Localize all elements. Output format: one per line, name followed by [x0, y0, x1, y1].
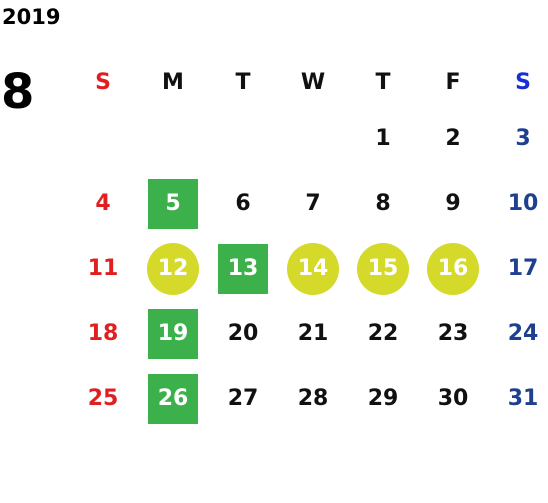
yellow-circle-marker	[147, 242, 199, 295]
day-number: 21	[297, 321, 329, 346]
calendar-day-7[interactable]: 7	[278, 178, 348, 230]
weekday-monday: M	[162, 69, 184, 95]
weekday-thursday: T	[375, 69, 391, 95]
yellow-circle-marker	[427, 242, 479, 295]
weekday-tuesday: T	[235, 69, 251, 95]
calendar-day-11[interactable]: 11	[68, 243, 138, 295]
calendar-day-23[interactable]: 23	[418, 308, 488, 360]
day-number: 4	[95, 191, 111, 216]
calendar-day-24[interactable]: 24	[488, 308, 548, 360]
calendar-day-empty	[278, 113, 348, 165]
day-number: 20	[227, 321, 259, 346]
calendar-day-12[interactable]: 12	[138, 242, 208, 295]
day-number: 27	[227, 386, 259, 411]
day-number: 11	[87, 256, 119, 281]
calendar-day-2[interactable]: 2	[418, 113, 488, 165]
day-number: 31	[507, 386, 539, 411]
calendar-day-21[interactable]: 21	[278, 308, 348, 360]
day-number: 17	[507, 256, 539, 281]
calendar-day-25[interactable]: 25	[68, 373, 138, 425]
calendar-day-19[interactable]: 19	[138, 308, 208, 360]
yellow-circle-marker	[357, 242, 409, 295]
day-number: 25	[87, 386, 119, 411]
day-number: 26	[157, 386, 189, 411]
calendar-day-9[interactable]: 9	[418, 178, 488, 230]
calendar-week-row: 11 12 13 14 15 16 17	[68, 236, 548, 301]
calendar-day-empty	[208, 113, 278, 165]
day-number: 5	[165, 191, 181, 216]
green-square-marker	[148, 373, 198, 424]
day-number: 28	[297, 386, 329, 411]
day-number: 13	[227, 256, 259, 281]
day-number: 30	[437, 386, 469, 411]
calendar-year: 2019	[2, 5, 61, 29]
weekday-wednesday: W	[300, 69, 326, 95]
day-number: 19	[157, 321, 189, 346]
day-number: 7	[305, 191, 321, 216]
day-number: 16	[437, 256, 469, 281]
green-square-marker	[148, 178, 198, 229]
calendar-day-16[interactable]: 16	[418, 242, 488, 295]
calendar-week-row: 4 5 6 7 8 9 10	[68, 171, 548, 236]
calendar-day-1[interactable]: 1	[348, 113, 418, 165]
day-number: 3	[515, 126, 531, 151]
calendar-day-empty	[68, 113, 138, 165]
calendar-day-27[interactable]: 27	[208, 373, 278, 425]
calendar-day-22[interactable]: 22	[348, 308, 418, 360]
day-number: 23	[437, 321, 469, 346]
calendar-day-empty	[138, 113, 208, 165]
day-number: 24	[507, 321, 539, 346]
calendar-day-17[interactable]: 17	[488, 243, 548, 295]
day-number: 12	[157, 256, 189, 281]
day-number: 10	[507, 191, 539, 216]
day-number: 2	[445, 126, 461, 151]
calendar-day-10[interactable]: 10	[488, 178, 548, 230]
calendar-month: 8	[1, 64, 35, 120]
day-number: 29	[367, 386, 399, 411]
day-number: 15	[367, 256, 399, 281]
calendar-day-28[interactable]: 28	[278, 373, 348, 425]
yellow-circle-marker	[287, 242, 339, 295]
day-number: 14	[297, 256, 329, 281]
weekday-sunday: S	[95, 69, 111, 95]
calendar-day-6[interactable]: 6	[208, 178, 278, 230]
green-square-marker	[148, 308, 198, 359]
calendar-day-26[interactable]: 26	[138, 373, 208, 425]
day-number: 8	[375, 191, 391, 216]
weekday-friday: F	[445, 69, 461, 95]
calendar-day-4[interactable]: 4	[68, 178, 138, 230]
calendar-week-row: 1 2 3	[68, 106, 548, 171]
calendar-day-31[interactable]: 31	[488, 373, 548, 425]
calendar-day-15[interactable]: 15	[348, 242, 418, 295]
calendar-day-3[interactable]: 3	[488, 113, 548, 165]
weekday-saturday: S	[515, 69, 531, 95]
day-number: 9	[445, 191, 461, 216]
calendar-day-29[interactable]: 29	[348, 373, 418, 425]
calendar-day-18[interactable]: 18	[68, 308, 138, 360]
calendar-day-30[interactable]: 30	[418, 373, 488, 425]
day-number: 6	[235, 191, 251, 216]
weekday-header-row: S M T W T F S	[68, 58, 548, 106]
day-number: 18	[87, 321, 119, 346]
calendar-day-13[interactable]: 13	[208, 243, 278, 295]
calendar-week-row: 18 19 20 21 22 23 24	[68, 301, 548, 366]
calendar-day-14[interactable]: 14	[278, 242, 348, 295]
day-number: 22	[367, 321, 399, 346]
day-number: 1	[375, 126, 391, 151]
calendar-day-20[interactable]: 20	[208, 308, 278, 360]
calendar-day-8[interactable]: 8	[348, 178, 418, 230]
calendar-week-row: 25 26 27 28 29 30 31	[68, 366, 548, 431]
calendar-day-5[interactable]: 5	[138, 178, 208, 230]
green-square-marker	[218, 243, 268, 294]
